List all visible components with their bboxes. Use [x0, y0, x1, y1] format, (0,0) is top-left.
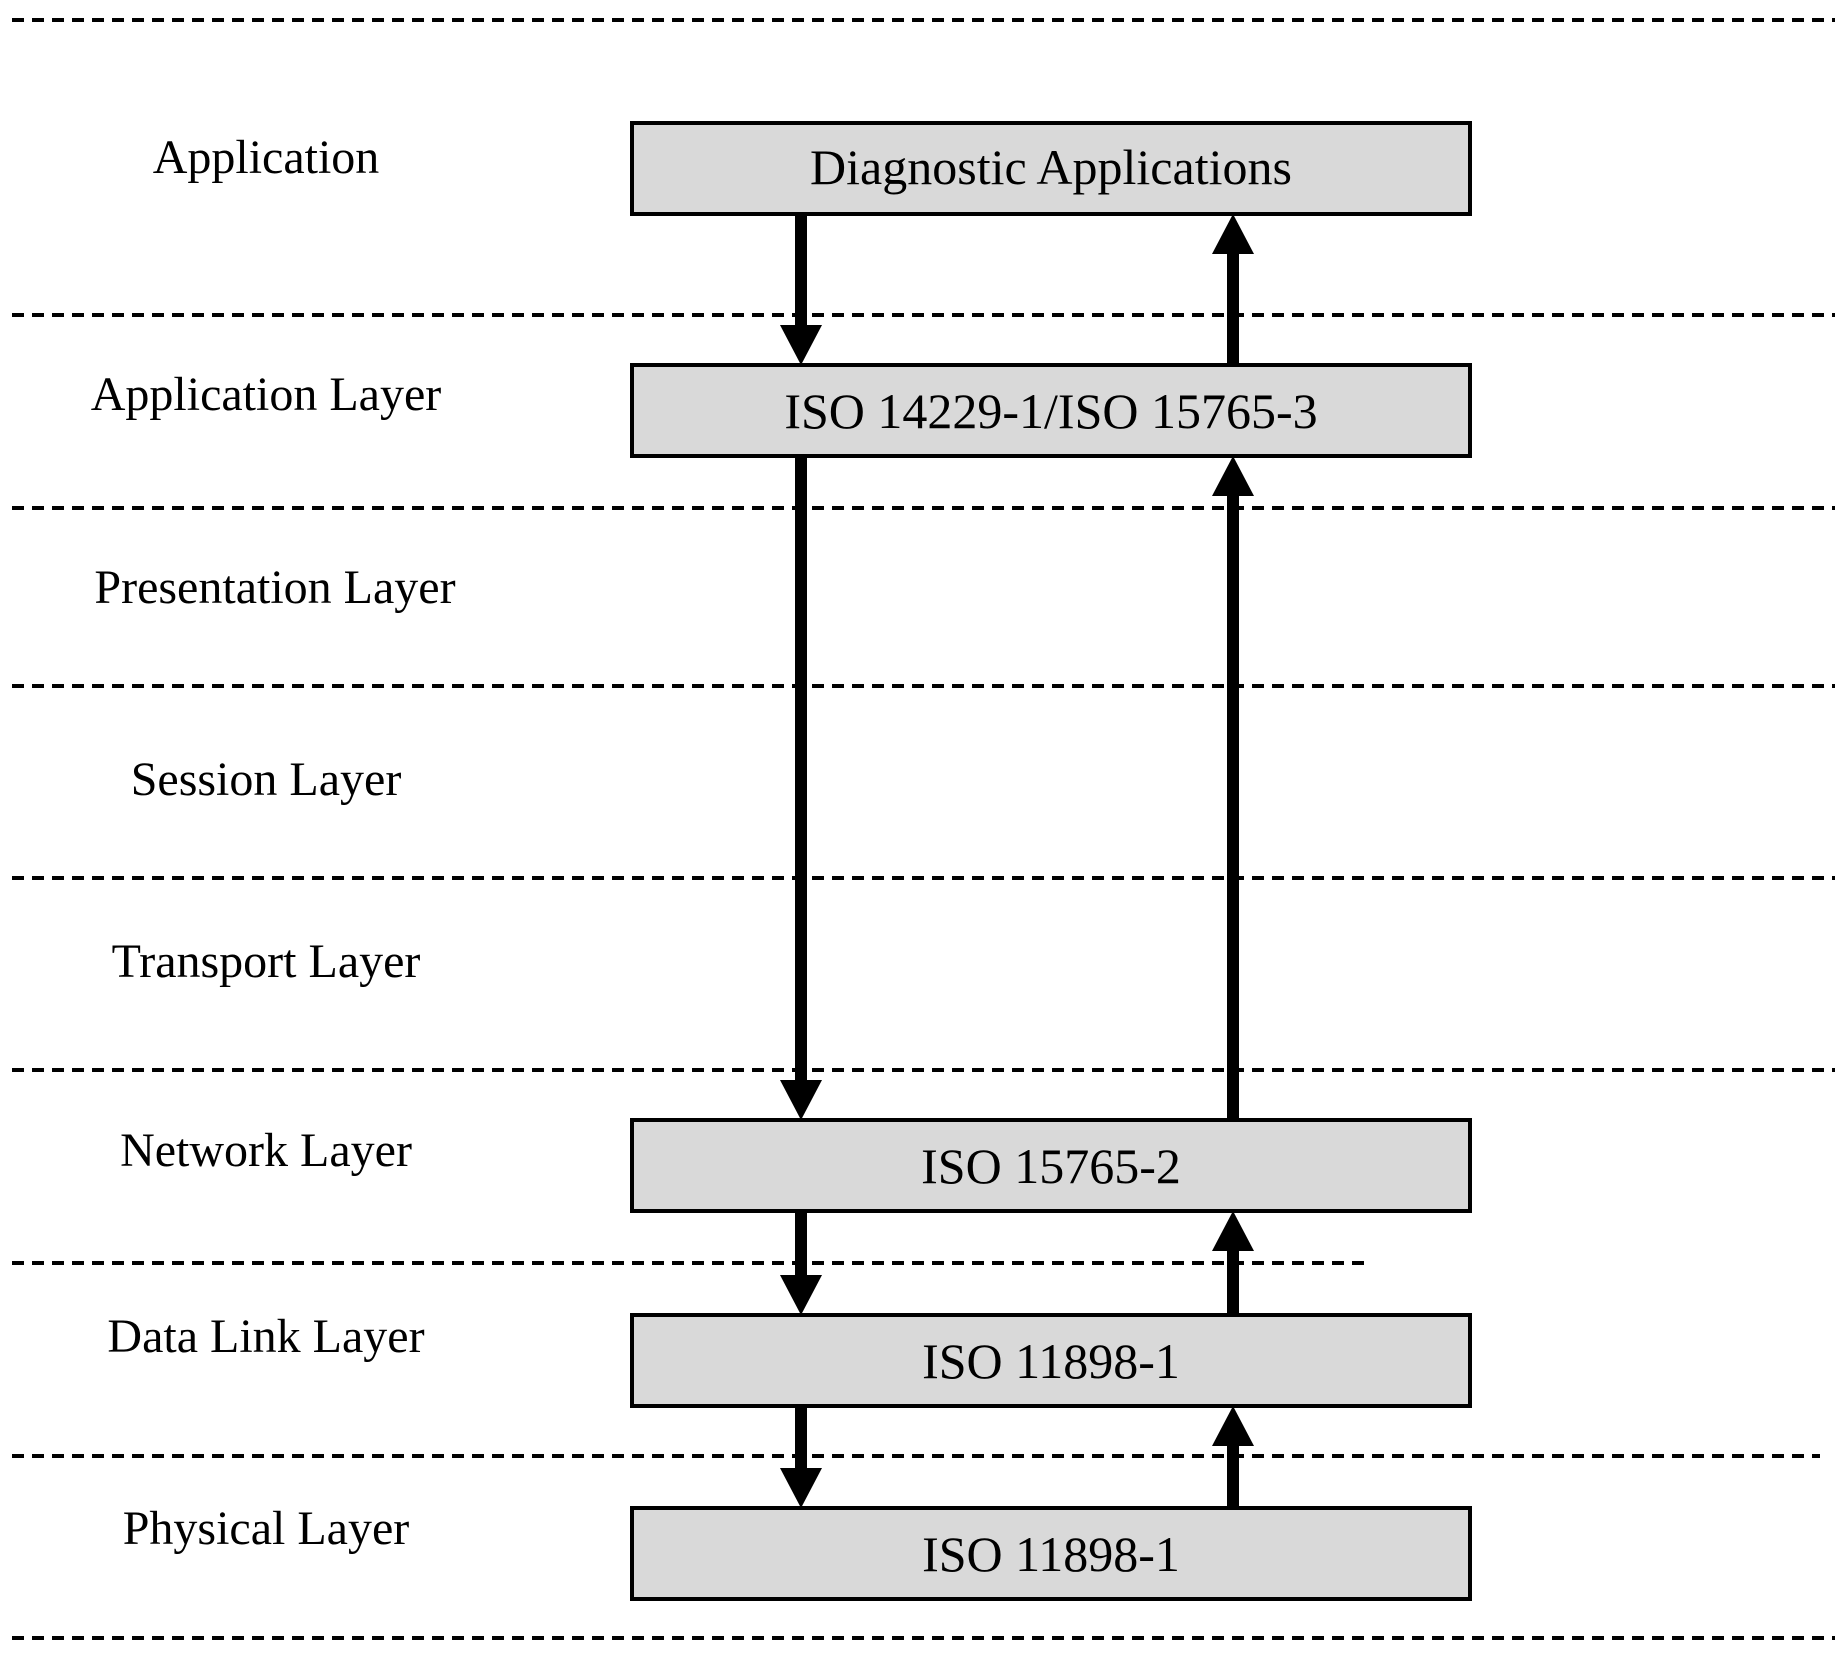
box-text: ISO 11898-1 — [922, 1333, 1180, 1389]
down-arrow-head — [780, 1275, 822, 1315]
box-iso-14229-15765-3: ISO 14229-1/ISO 15765-3 — [630, 363, 1472, 458]
box-text: ISO 11898-1 — [922, 1526, 1180, 1582]
layer-label-application-layer: Application Layer — [91, 368, 442, 421]
box-diagnostic-applications: Diagnostic Applications — [630, 121, 1472, 216]
up-arrow-head — [1212, 1211, 1254, 1251]
box-text: ISO 14229-1/ISO 15765-3 — [784, 383, 1317, 439]
layer-separators — [12, 18, 1835, 1640]
layer-label-physical-layer: Physical Layer — [123, 1502, 410, 1555]
layer-label-transport-layer: Transport Layer — [112, 935, 421, 988]
layer-label-application: Application — [153, 131, 380, 184]
up-arrow-head — [1212, 214, 1254, 254]
down-arrow-head — [780, 325, 822, 365]
down-arrow-head — [780, 1468, 822, 1508]
box-iso-11898-1-physical: ISO 11898-1 — [630, 1506, 1472, 1601]
layer-label-data-link-layer: Data Link Layer — [107, 1310, 424, 1363]
box-iso-11898-1-data-link: ISO 11898-1 — [630, 1313, 1472, 1408]
up-arrow-head — [1212, 1406, 1254, 1446]
layer-label-presentation-layer: Presentation Layer — [94, 561, 455, 614]
up-arrow-head — [1212, 456, 1254, 496]
box-iso-15765-2: ISO 15765-2 — [630, 1118, 1472, 1213]
protocol-boxes: Diagnostic Applications ISO 14229-1/ISO … — [630, 121, 1472, 1601]
layer-labels: Application Application Layer Presentati… — [91, 131, 456, 1555]
box-text: ISO 15765-2 — [921, 1138, 1181, 1194]
down-arrow-head — [780, 1080, 822, 1120]
layer-label-network-layer: Network Layer — [120, 1124, 412, 1177]
layer-label-session-layer: Session Layer — [131, 753, 402, 806]
arrows — [780, 214, 1254, 1508]
box-text: Diagnostic Applications — [810, 139, 1292, 195]
